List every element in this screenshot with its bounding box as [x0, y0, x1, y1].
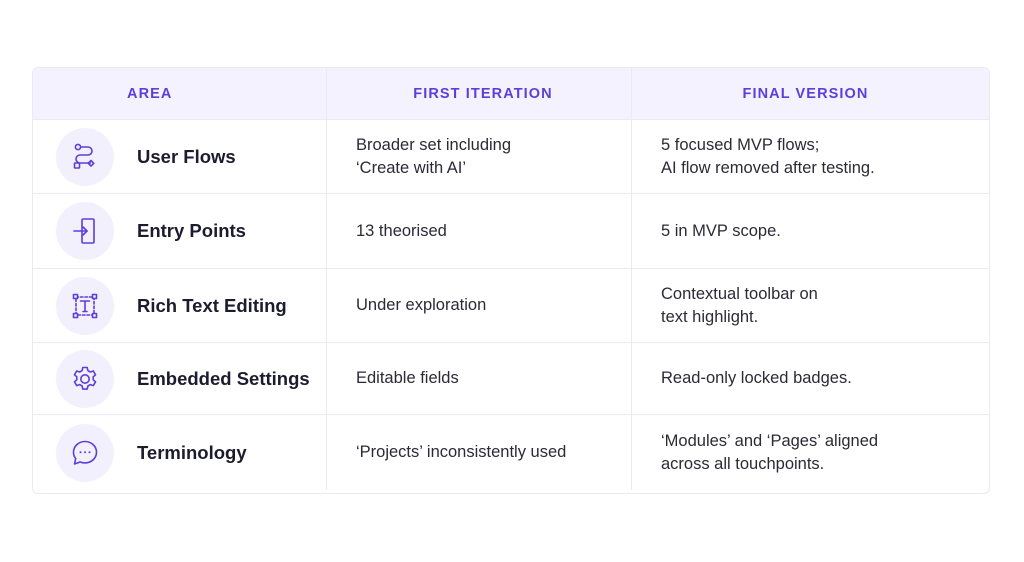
final-version-line: ‘Modules’ and ‘Pages’ aligned: [661, 431, 879, 450]
table-row: Embedded Settings Editable fields Read-o…: [33, 343, 989, 415]
first-iteration-cell: Broader set including ‘Create with AI’: [327, 120, 632, 193]
area-label: Rich Text Editing: [137, 294, 287, 316]
final-version-line: Contextual toolbar on: [661, 284, 818, 303]
final-version-line: text highlight.: [661, 307, 759, 326]
table-row: User Flows Broader set including ‘Create…: [33, 120, 989, 194]
first-iteration-line: 13 theorised: [356, 221, 447, 240]
first-iteration-line: Editable fields: [356, 369, 459, 387]
table-row: Entry Points 13 theorised 5 in MVP scope…: [33, 194, 989, 269]
area-label: Terminology: [137, 441, 247, 463]
first-iteration-line: Broader set including: [356, 135, 512, 154]
area-cell: Rich Text Editing: [33, 269, 327, 342]
flow-icon: [56, 127, 114, 186]
header-area: AREA: [33, 68, 327, 119]
first-iteration-cell: 13 theorised: [327, 194, 632, 268]
first-iteration-cell: Under exploration: [327, 269, 632, 342]
final-version-line: 5 focused MVP flows;: [661, 135, 820, 154]
area-label: User Flows: [137, 145, 236, 167]
final-version-line: across all touchpoints.: [661, 454, 825, 473]
first-iteration-line: ‘Create with AI’: [356, 158, 467, 177]
entry-icon: [56, 202, 114, 260]
final-version-line: 5 in MVP scope.: [661, 221, 781, 240]
header-first-iteration: FIRST ITERATION: [327, 68, 632, 119]
area-label: Embedded Settings: [137, 367, 310, 389]
gear-icon: [56, 349, 114, 408]
header-final-version: FINAL VERSION: [742, 85, 869, 102]
first-iteration-cell: ‘Projects’ inconsistently used: [327, 415, 632, 490]
final-version-line: Read-only locked badges.: [661, 369, 852, 387]
text-edit-icon: [56, 276, 114, 335]
first-iteration-line: ‘Projects’ inconsistently used: [356, 443, 567, 461]
table-row: Terminology ‘Projects’ inconsistently us…: [33, 415, 989, 490]
table-row: Rich Text Editing Under exploration Cont…: [33, 269, 989, 343]
table-header: AREA FIRST ITERATION FINAL VERSION: [33, 68, 989, 120]
area-cell: User Flows: [33, 120, 327, 193]
area-cell: Terminology: [33, 415, 327, 490]
first-iteration-line: Under exploration: [356, 296, 487, 314]
final-version-cell: 5 focused MVP flows; AI flow removed aft…: [632, 120, 989, 193]
final-version-cell: ‘Modules’ and ‘Pages’ aligned across all…: [632, 415, 989, 490]
area-label: Entry Points: [137, 220, 246, 241]
area-cell: Embedded Settings: [33, 343, 327, 414]
first-iteration-cell: Editable fields: [327, 343, 632, 414]
final-version-cell: Read-only locked badges.: [632, 343, 989, 414]
chat-icon: [56, 423, 114, 482]
final-version-line: AI flow removed after testing.: [661, 158, 875, 177]
final-version-cell: Contextual toolbar on text highlight.: [632, 269, 989, 342]
area-cell: Entry Points: [33, 194, 327, 268]
final-version-cell: 5 in MVP scope.: [632, 194, 989, 268]
comparison-table: AREA FIRST ITERATION FINAL VERSION User …: [32, 67, 990, 494]
